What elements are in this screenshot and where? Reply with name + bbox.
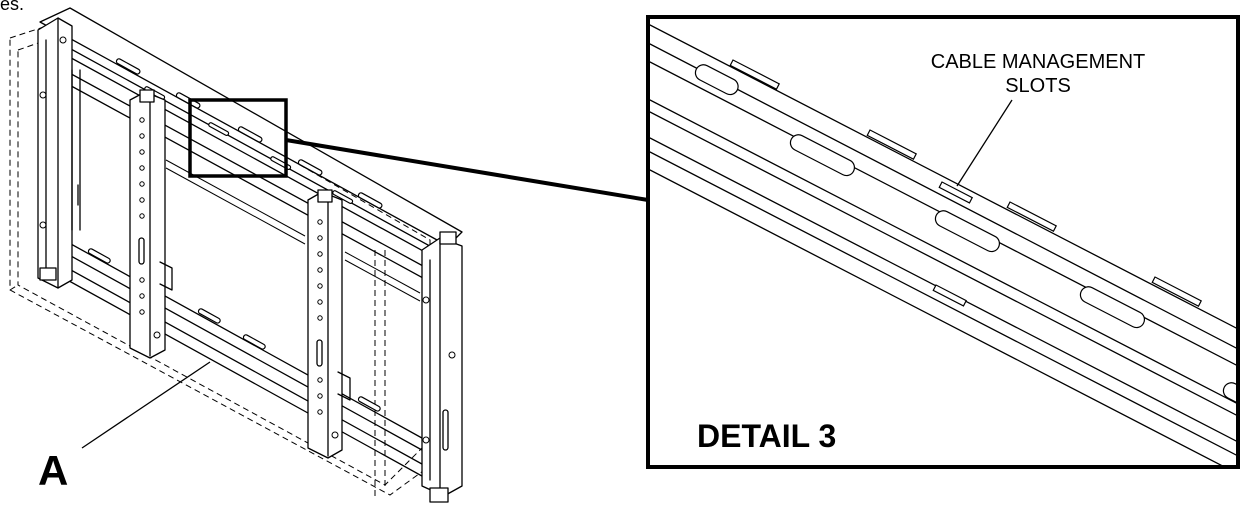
inner-guides <box>165 159 421 302</box>
detail-rail-closeup <box>650 24 1237 465</box>
arm-holes-right <box>317 219 323 415</box>
detail-title: DETAIL 3 <box>697 418 836 454</box>
arm-holes-left <box>139 117 145 315</box>
wall-mount-drawing: A <box>9 7 649 503</box>
right-end-bracket <box>421 231 463 503</box>
top-rail <box>39 7 463 291</box>
vertical-arm-left <box>129 89 173 359</box>
cable-slots-annotation-line1: CABLE MANAGEMENT <box>931 51 1145 73</box>
rail-slots-bottom <box>87 248 381 412</box>
display-outline-dashed <box>9 19 446 500</box>
partial-caption-text: es. <box>0 0 24 14</box>
cable-management-slots <box>729 59 1203 307</box>
detail-long-slots <box>694 64 1237 411</box>
detail-frame <box>646 15 1240 469</box>
inner-frame-left <box>71 69 81 231</box>
left-end-bracket <box>37 17 73 289</box>
cable-slots-annotation-line2: SLOTS <box>1005 75 1071 97</box>
zoom-leader-line <box>285 138 649 202</box>
bottom-rail <box>41 227 441 487</box>
rail-slots-top <box>115 58 383 209</box>
cable-slots-leader <box>956 99 1013 187</box>
zoom-box <box>188 98 288 178</box>
callout-a-leader <box>81 361 211 449</box>
callout-a-label: A <box>38 447 68 494</box>
vertical-arm-right <box>307 189 351 459</box>
detail-3-panel: CABLE MANAGEMENT SLOTS DETAIL 3 <box>646 15 1240 469</box>
